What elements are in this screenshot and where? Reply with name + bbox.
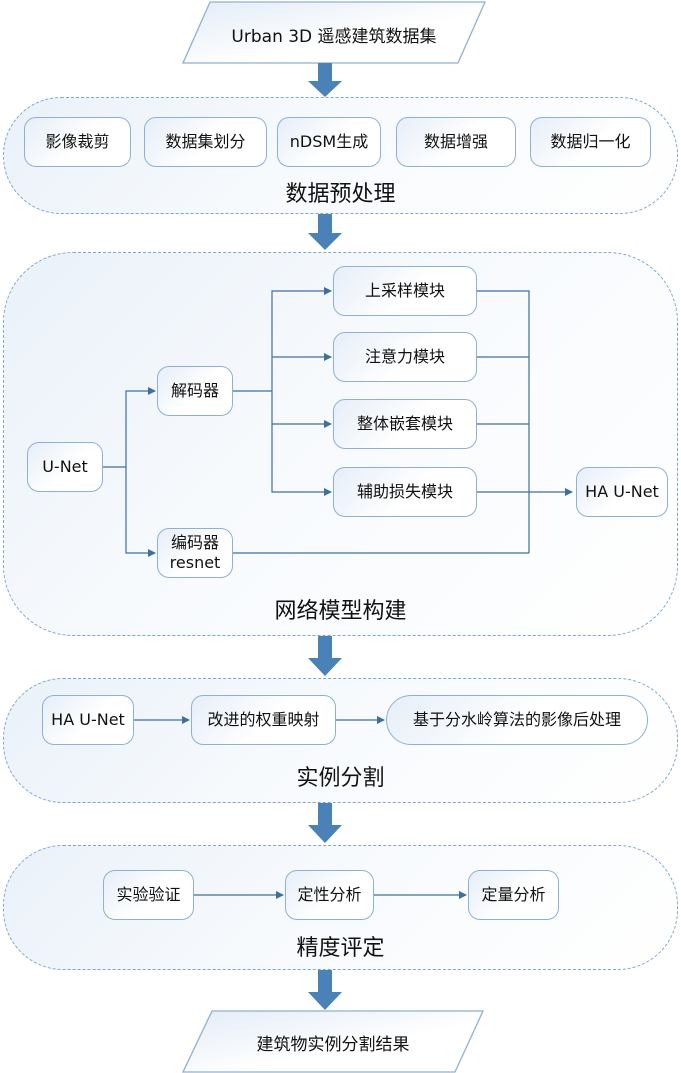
evaluation-step-quantitative: 定量分析 [468, 870, 559, 920]
segmentation-step-weight-map: 改进的权重映射 [191, 695, 336, 745]
segmentation-step-ha-unet: HA U-Net [42, 695, 134, 745]
input-dataset-label: Urban 3D 遥感建筑数据集 [231, 27, 437, 47]
evaluation-step-qualitative: 定性分析 [285, 870, 374, 920]
flow-arrow-3 [308, 636, 342, 676]
flow-arrow-4 [308, 803, 342, 843]
segmentation-title: 实例分割 [296, 766, 385, 791]
network-module-attention: 注意力模块 [333, 332, 477, 382]
flow-arrow-1 [308, 63, 342, 97]
network-module-auxloss: 辅助损失模块 [333, 467, 477, 517]
network-encoder-line2: resnet [169, 553, 221, 572]
result-label: 建筑物实例分割结果 [256, 1035, 410, 1055]
preprocess-step-augment: 数据增强 [396, 117, 516, 167]
flow-arrow-2 [308, 214, 342, 250]
network-encoder-line1: 编码器 [170, 533, 219, 552]
flow-arrow-5 [308, 970, 342, 1010]
preprocess-step-crop: 影像裁剪 [24, 117, 131, 167]
network-unet: U-Net [27, 442, 103, 492]
preprocessing-title: 数据预处理 [285, 182, 396, 207]
preprocess-step-ndsm: nDSM生成 [277, 117, 381, 167]
network-title: 网络模型构建 [274, 599, 407, 624]
network-decoder: 解码器 [157, 366, 233, 416]
network-module-upsample: 上采样模块 [333, 266, 477, 316]
network-module-nested: 整体嵌套模块 [333, 399, 477, 449]
segmentation-step-watershed: 基于分水岭算法的影像后处理 [386, 695, 648, 745]
network-output-ha-unet: HA U-Net [576, 467, 668, 517]
preprocess-step-split: 数据集划分 [144, 117, 267, 167]
evaluation-step-experiment: 实验验证 [103, 870, 194, 920]
evaluation-title: 精度评定 [296, 936, 385, 961]
preprocess-step-normalize: 数据归一化 [530, 117, 651, 167]
network-encoder: 编码器 resnet [157, 528, 233, 578]
